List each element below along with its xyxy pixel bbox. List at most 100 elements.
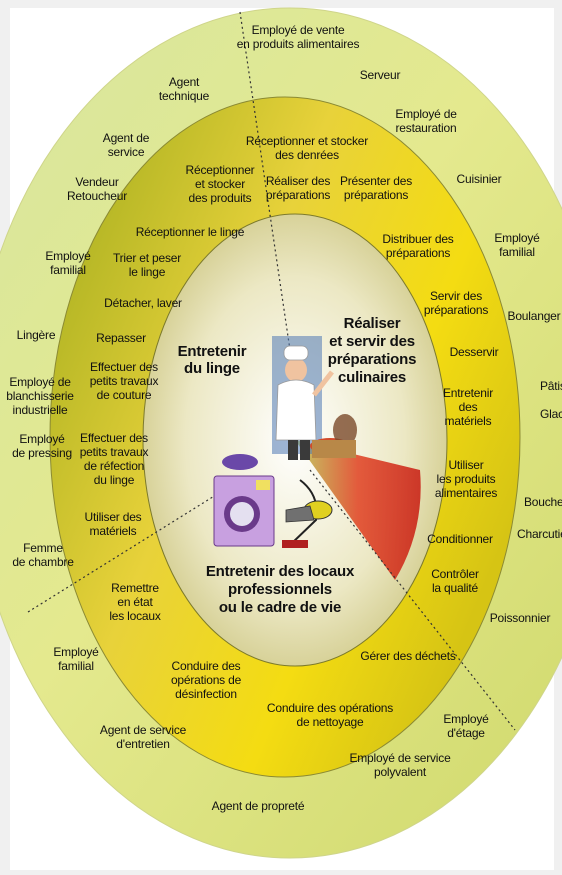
label-line: Remettre [111, 581, 159, 595]
job-label-serveur: Serveur [360, 68, 401, 82]
label-line: les locaux [109, 609, 161, 623]
label-line: Employé de service [349, 751, 451, 765]
label-line: Retoucheur [67, 189, 127, 203]
label-line: Boucher [524, 495, 562, 509]
activity-label-receptionner-linge: Réceptionner le linge [136, 225, 245, 239]
label-line: Servir des [430, 289, 482, 303]
job-label-lingere: Lingère [17, 328, 56, 342]
activity-label-detacher-laver: Détacher, laver [104, 296, 182, 310]
label-line: de chambre [12, 555, 74, 569]
label-line: Entretenir [443, 386, 493, 400]
label-line: matériels [445, 414, 492, 428]
washing-machine-illustration [213, 454, 275, 547]
label-line: Serveur [360, 68, 401, 82]
label-line: des denrées [275, 148, 339, 162]
label-line: Présenter des [340, 174, 412, 188]
activity-label-desservir: Desservir [450, 345, 499, 359]
label-line: polyvalent [374, 765, 427, 779]
job-label-poissonnier: Poissonnier [490, 611, 551, 625]
label-line: la qualité [432, 581, 479, 595]
label-line: Utiliser des [85, 510, 142, 524]
activity-label-gerer-dechets: Gérer des déchets [360, 649, 456, 663]
label-line: Cuisinier [457, 172, 502, 186]
divider-left [27, 479, 241, 613]
label-line: industrielle [13, 403, 68, 417]
job-label-charcutier: Charcutier [517, 527, 562, 541]
label-line: Femme [23, 541, 63, 555]
label-line: service [108, 145, 145, 159]
label-line: Entretenir [178, 343, 247, 360]
label-line: Desservir [450, 345, 499, 359]
label-line: Employé [19, 432, 65, 446]
activity-label-repasser: Repasser [96, 331, 146, 345]
label-line: Réceptionner le linge [136, 225, 245, 239]
label-line: Employé de [395, 107, 457, 121]
job-label-boulanger: Boulanger [508, 309, 561, 323]
label-line: Employé de [9, 375, 71, 389]
label-line: de pressing [12, 446, 72, 460]
job-label-patissier: Pâtissier [540, 379, 562, 393]
job-label-boucher: Boucher [524, 495, 562, 509]
label-line: ou le cadre de vie [219, 599, 341, 616]
label-line: Repasser [96, 331, 146, 345]
food-illustration [310, 414, 357, 458]
label-line: Détacher, laver [104, 296, 182, 310]
label-line: Conduire des [172, 659, 241, 673]
label-line: Agent de service [100, 723, 187, 737]
label-line: préparations [344, 188, 409, 202]
job-label-agent-proprete: Agent de propreté [212, 799, 305, 813]
label-line: préparations [424, 303, 489, 317]
job-label-glacier: Glacier [540, 407, 562, 421]
label-line: préparations [266, 188, 331, 202]
label-line: Gérer des déchets [360, 649, 456, 663]
iron-illustration [285, 505, 315, 523]
label-line: Entretenir des locaux [206, 563, 355, 580]
divider-right [309, 469, 516, 731]
label-line: du linge [94, 473, 135, 487]
job-label-cuisinier: Cuisinier [457, 172, 502, 186]
label-line: Conduire des opérations [267, 701, 393, 715]
chef-illustration [272, 336, 334, 460]
label-line: Charcutier [517, 527, 562, 541]
label-line: et servir des [329, 333, 415, 350]
label-line: alimentaires [435, 486, 497, 500]
label-line: Contrôler [431, 567, 479, 581]
label-line: Distribuer des [382, 232, 453, 246]
label-line: des [459, 400, 478, 414]
label-line: culinaires [338, 369, 406, 386]
label-line: Employé [53, 645, 99, 659]
label-line: Trier et peser [113, 251, 181, 265]
label-line: Agent [169, 75, 200, 89]
label-line: Réceptionner et stocker [246, 134, 368, 148]
label-line: d'étage [447, 726, 485, 740]
label-line: du linge [184, 360, 240, 377]
label-line: technique [159, 89, 210, 103]
label-line: Réaliser [344, 315, 401, 332]
label-line: de couture [97, 388, 152, 402]
label-line: le linge [129, 265, 166, 279]
